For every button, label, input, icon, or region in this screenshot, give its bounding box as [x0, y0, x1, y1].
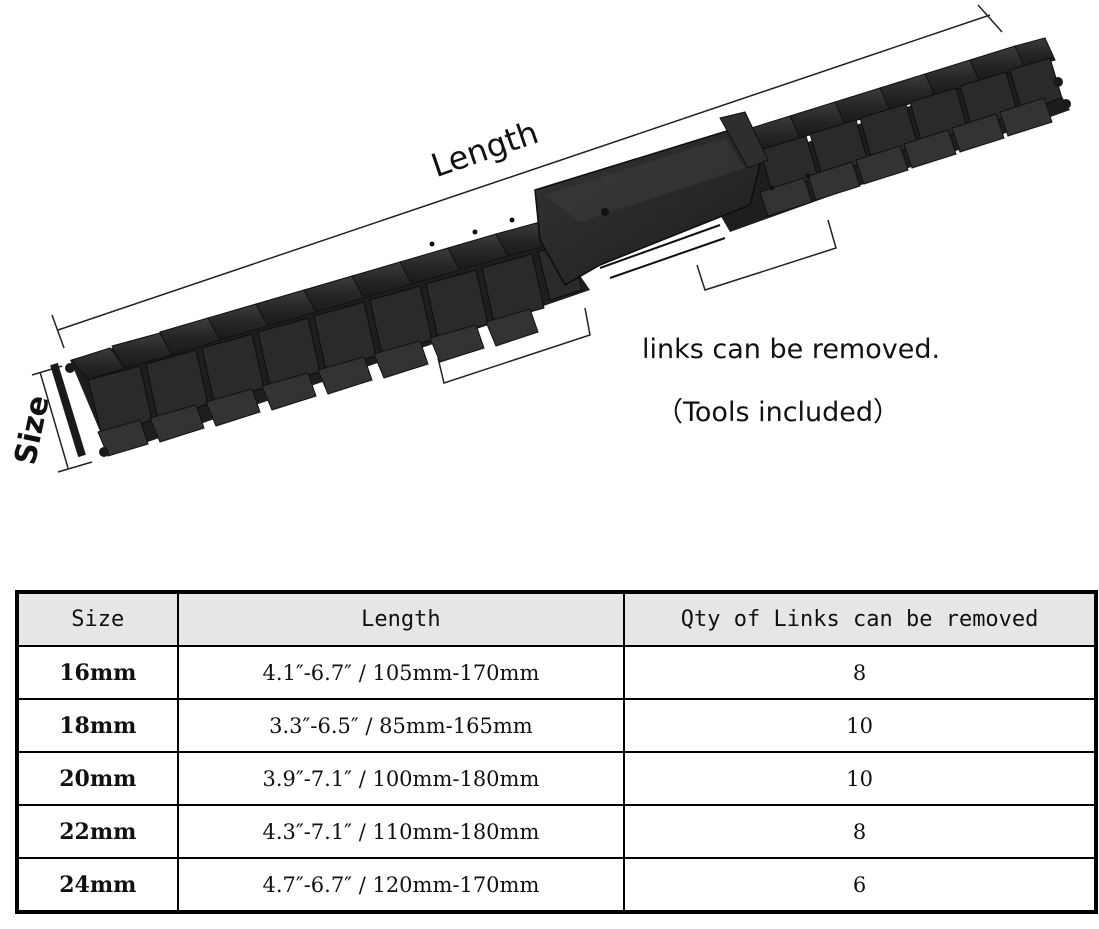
cell-qty: 8: [623, 645, 1097, 700]
cell-length: 4.3″-7.1″ / 110mm-180mm: [176, 804, 626, 859]
cell-size: 22mm: [16, 804, 179, 859]
table-row: 24mm 4.7″-6.7″ / 120mm-170mm 6: [16, 857, 1097, 913]
header-qty-links: Qty of Links can be removed: [623, 591, 1097, 647]
cell-qty: 10: [623, 751, 1097, 806]
cell-qty: 10: [623, 698, 1097, 753]
cell-length: 3.3″-6.5″ / 85mm-165mm: [176, 698, 626, 753]
cell-length: 3.9″-7.1″ / 100mm-180mm: [176, 751, 626, 806]
size-label: Size: [8, 392, 57, 467]
cell-size: 16mm: [16, 645, 179, 700]
header-size: Size: [16, 591, 179, 647]
watch-band: [50, 37, 1071, 458]
length-label: Length: [426, 113, 543, 185]
table-row: 18mm 3.3″-6.5″ / 85mm-165mm 10: [16, 698, 1097, 753]
header-length: Length: [176, 591, 626, 647]
cell-size: 18mm: [16, 698, 179, 753]
cell-qty: 8: [623, 804, 1097, 859]
tools-included-caption: （Tools included）: [656, 397, 901, 428]
cell-size: 20mm: [16, 751, 179, 806]
cell-qty: 6: [623, 857, 1097, 913]
cell-length: 4.7″-6.7″ / 120mm-170mm: [176, 857, 626, 913]
table-row: 16mm 4.1″-6.7″ / 105mm-170mm 8: [16, 645, 1097, 700]
table-header-row: Size Length Qty of Links can be removed: [16, 591, 1097, 647]
removable-links-bracket-left: [437, 307, 591, 384]
length-dimension: [51, 4, 1003, 349]
links-removable-caption: links can be removed.: [642, 334, 941, 365]
removable-links-bracket-right: [696, 219, 837, 291]
cell-length: 4.1″-6.7″ / 105mm-170mm: [176, 645, 626, 700]
size-chart-table: Size Length Qty of Links can be removed …: [15, 590, 1098, 914]
table-row: 20mm 3.9″-7.1″ / 100mm-180mm 10: [16, 751, 1097, 806]
watch-band-illustration: Length Size: [8, 4, 1071, 473]
table-row: 22mm 4.3″-7.1″ / 110mm-180mm 8: [16, 804, 1097, 859]
cell-size: 24mm: [16, 857, 179, 913]
